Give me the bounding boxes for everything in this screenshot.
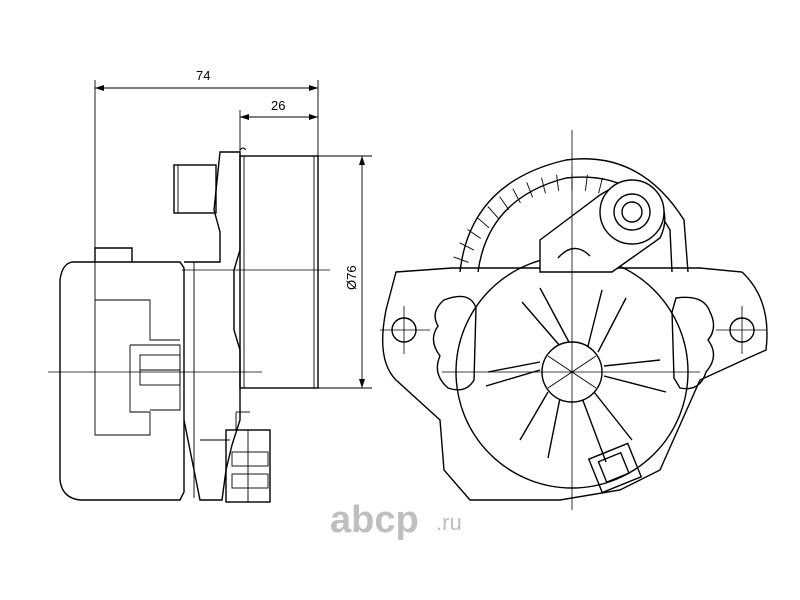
pulley-spokes <box>485 287 667 463</box>
watermark-brand: abcp <box>330 499 419 541</box>
side-connector <box>173 164 217 214</box>
pulley-side <box>239 155 319 389</box>
dimension-pulley-diameter: Ø76 <box>318 155 372 389</box>
belt-rib <box>556 174 560 191</box>
idler-pulley <box>539 179 666 273</box>
belt-rib <box>512 188 521 204</box>
dimension-label-diameter: Ø76 <box>344 265 359 290</box>
dimension-label-overall: 74 <box>196 68 210 83</box>
dimension-overall-width: 74 <box>94 68 319 300</box>
watermark-domain: .ru <box>436 510 462 535</box>
dimension-label-pulley-width: 26 <box>271 98 285 113</box>
belt-rib <box>453 256 469 263</box>
belt-rib <box>467 229 482 239</box>
belt-rib <box>598 177 603 194</box>
side-view <box>48 147 330 503</box>
belt-rib <box>541 177 546 194</box>
belt-rib <box>584 174 588 191</box>
watermark-logo: abcp .ru <box>330 499 462 541</box>
belt-rib <box>499 196 510 211</box>
dimension-pulley-width: 26 <box>239 98 318 158</box>
belt-rib <box>459 242 475 251</box>
belt-rib <box>487 206 499 219</box>
belt-rib <box>526 182 534 198</box>
front-view <box>380 130 768 510</box>
tensioner-arm <box>183 151 241 501</box>
sensor-tab <box>587 442 643 494</box>
housing-body <box>59 261 185 501</box>
mounting-flange <box>381 267 768 501</box>
flange-cutout-left <box>432 295 477 391</box>
flange-cutout-right <box>671 296 715 390</box>
belt-rib <box>476 216 490 229</box>
